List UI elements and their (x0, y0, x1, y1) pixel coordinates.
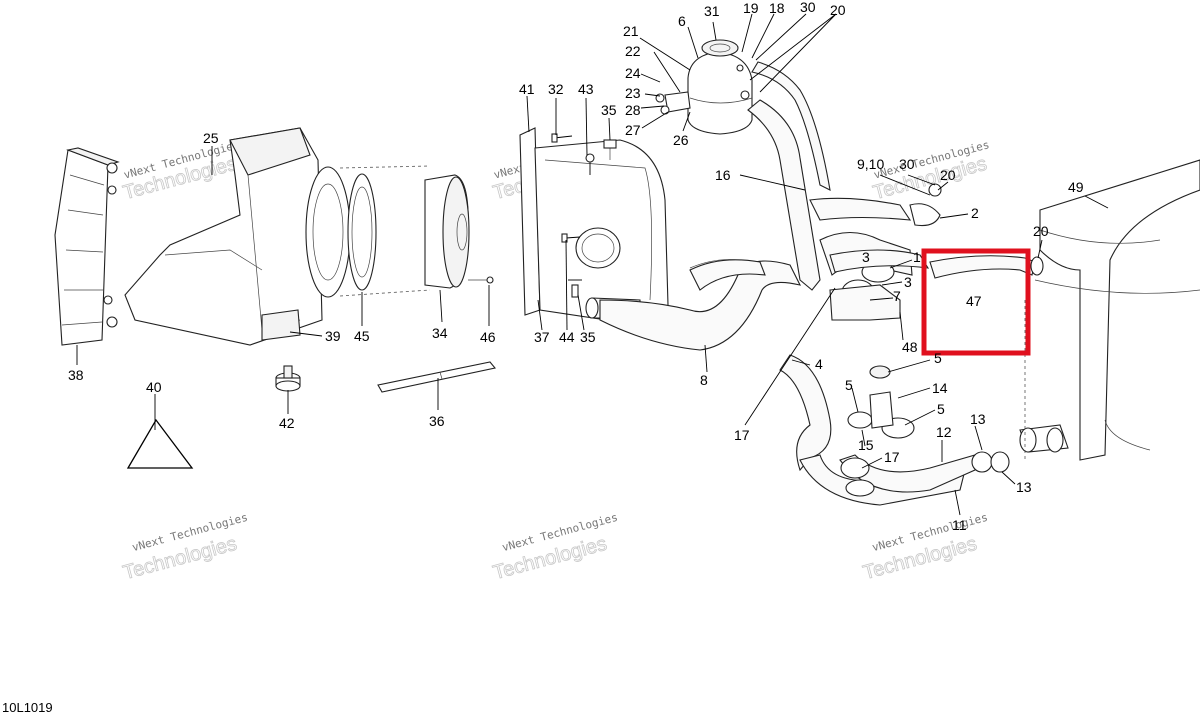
callout-17a: 17 (734, 427, 750, 443)
callout-41: 41 (519, 81, 535, 97)
callout-42: 42 (279, 415, 295, 431)
hose-47-part (929, 255, 1044, 279)
callout-28: 28 (625, 102, 641, 118)
callout-2: 2 (971, 205, 979, 221)
highlight-box-47 (921, 248, 1031, 356)
callout-5a: 5 (934, 350, 942, 366)
callout-47: 47 (966, 293, 982, 309)
callout-1: 1 (913, 249, 921, 265)
callout-19: 19 (743, 0, 759, 16)
callout-31: 31 (704, 3, 720, 19)
callout-44: 44 (559, 329, 575, 345)
callout-35: 35 (601, 102, 617, 118)
diagram-code-label: 10L1019 (2, 700, 53, 715)
engine-block-outline (1024, 159, 1200, 461)
callout-9-10: 9,10 (857, 156, 884, 172)
callout-11: 11 (952, 517, 967, 533)
callout-3a: 3 (862, 249, 870, 265)
callout-7: 7 (893, 288, 901, 304)
callout-13a: 13 (970, 411, 986, 427)
thermostat-hoses-part (809, 183, 942, 321)
callout-labels: 21 6 31 19 18 30 20 22 24 23 28 27 26 41… (68, 0, 1084, 533)
callout-8: 8 (700, 372, 708, 388)
callout-12: 12 (936, 424, 952, 440)
fasteners-part (551, 133, 595, 298)
callout-17b: 17 (884, 449, 900, 465)
callout-27: 27 (625, 122, 641, 138)
leader-lines (76, 13, 1109, 516)
callout-38: 38 (68, 367, 84, 383)
callout-23: 23 (625, 85, 641, 101)
callout-30: 30 (800, 0, 816, 15)
callout-20: 20 (830, 2, 846, 18)
callout-35b: 35 (580, 329, 596, 345)
callout-40: 40 (146, 379, 162, 395)
callout-37: 37 (534, 329, 550, 345)
intercooler-part (519, 127, 669, 326)
callout-36: 36 (429, 413, 445, 429)
callout-20b: 20 (940, 167, 956, 183)
callout-34: 34 (432, 325, 448, 341)
callout-18: 18 (769, 0, 785, 16)
callout-25: 25 (203, 130, 219, 146)
fan-part (305, 165, 431, 298)
callout-48: 48 (902, 339, 918, 355)
hose-8-part (599, 259, 802, 351)
callout-3b: 3 (904, 274, 912, 290)
callout-49: 49 (1068, 179, 1084, 195)
callout-26: 26 (673, 132, 689, 148)
fan-shroud-part (124, 127, 323, 346)
callout-45: 45 (354, 328, 370, 344)
callout-6: 6 (678, 13, 686, 29)
callout-20c: 20 (1033, 223, 1049, 239)
callout-32: 32 (548, 81, 564, 97)
lower-hoses-part (779, 354, 1069, 506)
callout-21: 21 (623, 23, 639, 39)
fan-motor-part (424, 174, 494, 289)
hose-16-part (747, 61, 831, 291)
callout-43: 43 (578, 81, 594, 97)
callout-14: 14 (932, 380, 948, 396)
callout-4: 4 (815, 356, 823, 372)
callout-39: 39 (325, 328, 341, 344)
callout-30b: 30 (899, 156, 915, 172)
expansion-tank-part (655, 39, 753, 135)
cable-tie-part (377, 361, 497, 393)
callout-16: 16 (715, 167, 731, 183)
callout-5c: 5 (937, 401, 945, 417)
callout-22: 22 (625, 43, 641, 59)
callout-5b: 5 (845, 377, 853, 393)
callout-46: 46 (480, 329, 496, 345)
grommet-part (275, 365, 301, 392)
callout-24: 24 (625, 65, 641, 81)
kit-triangle-icon (126, 418, 194, 469)
callout-13b: 13 (1016, 479, 1032, 495)
callout-15: 15 (858, 437, 874, 453)
radiator-part (54, 147, 120, 346)
